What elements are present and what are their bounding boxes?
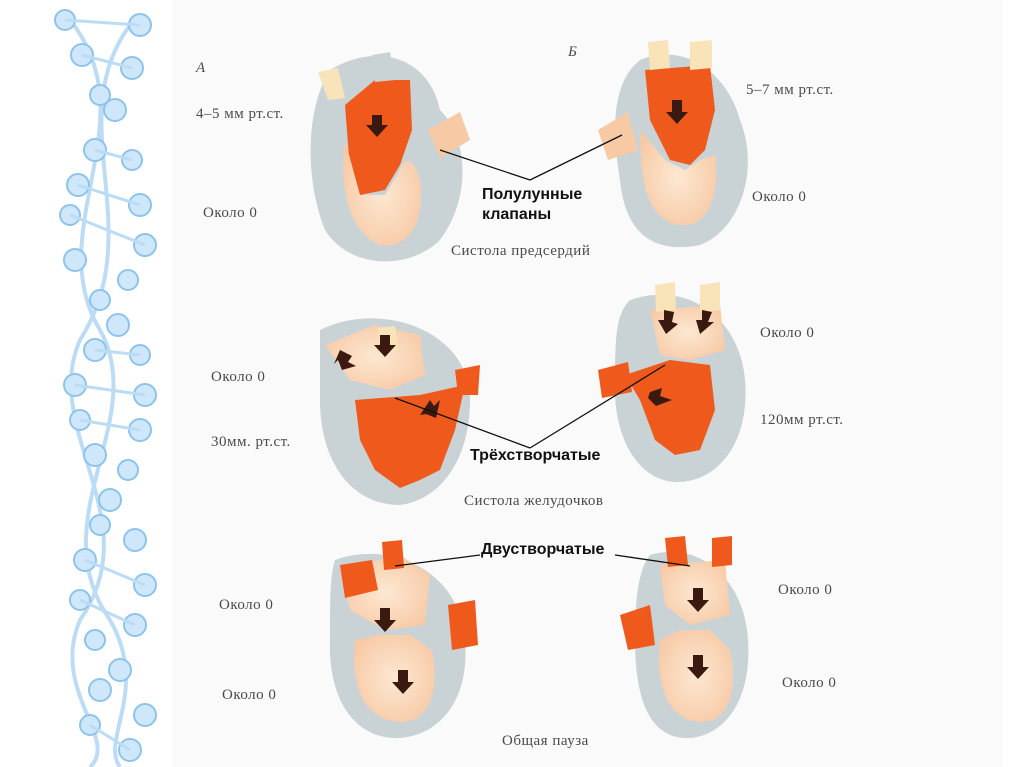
pressure-label: 5–7 мм рт.ст. <box>746 82 834 98</box>
pressure-label: Около 0 <box>778 582 833 598</box>
semilunar-valves-label: Полулунные клапаны <box>482 185 582 225</box>
heart-ventricular-systole-b <box>598 282 746 483</box>
pressure-label: Около 0 <box>782 675 837 691</box>
semilunar-label-line2: клапаны <box>482 206 552 223</box>
diagram-panel <box>172 0 1002 767</box>
heart-atrial-systole-a <box>310 52 470 262</box>
tricuspid-valves-label: Трёхстворчатые <box>470 447 601 464</box>
pressure-label: Около 0 <box>752 189 807 205</box>
pressure-label: Около 0 <box>203 205 258 221</box>
pressure-label: Около 0 <box>211 369 266 385</box>
pressure-label: 4–5 мм рт.ст. <box>196 106 284 122</box>
heart-general-pause-b <box>620 536 749 739</box>
molecule-ribbon-decoration <box>54 9 157 767</box>
pressure-label: Около 0 <box>760 325 815 341</box>
bicuspid-valves-label: Двустворчатые <box>481 541 605 558</box>
phase-label-ventricular-systole: Систола желудочков <box>464 493 604 509</box>
semilunar-label-line1: Полулунные <box>482 186 583 203</box>
phase-label-general-pause: Общая пауза <box>502 733 589 749</box>
pressure-label: Около 0 <box>222 687 277 703</box>
pressure-label: 120мм рт.ст. <box>760 412 844 428</box>
pointer-lines <box>394 134 691 567</box>
heart-general-pause-a <box>329 540 478 739</box>
pressure-label: 30мм. рт.ст. <box>211 434 291 450</box>
heart-atrial-systole-b <box>598 40 748 248</box>
pressure-label: Около 0 <box>219 597 274 613</box>
panel-letter-b: Б <box>568 44 578 60</box>
panel-letter-a: А <box>196 60 206 76</box>
phase-label-atrial-systole: Систола предсердий <box>451 243 591 259</box>
heart-ventricular-systole-a <box>320 318 480 505</box>
